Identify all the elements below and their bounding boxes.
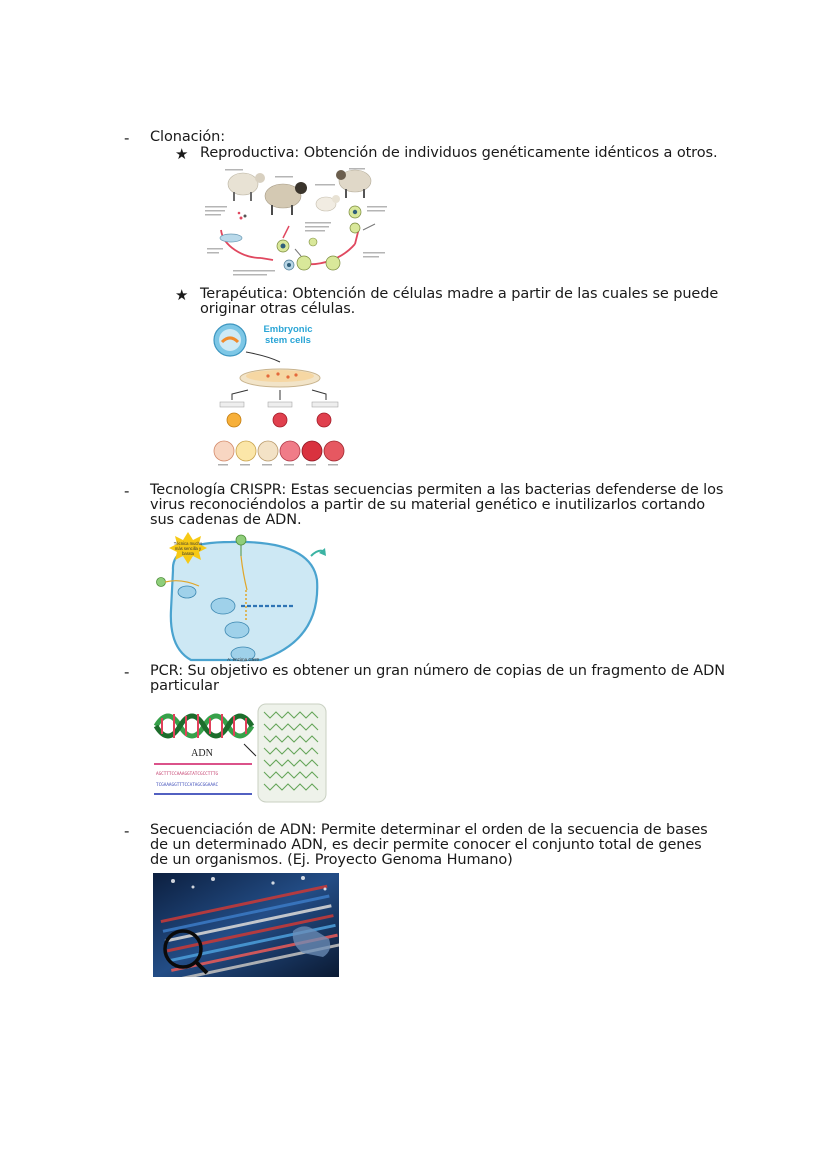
- star-bullet-terapeutica: ★: [175, 286, 189, 304]
- dna-label: ADN: [191, 748, 213, 759]
- badge-starburst: [169, 532, 207, 564]
- list-bullet-secuenciacion: -: [124, 822, 130, 840]
- figure-title-embryonic: Embryonic: [263, 324, 312, 335]
- stem-cells-figure: Embryonic stem cells: [208, 320, 350, 470]
- clonacion-title: Clonación:: [150, 129, 226, 145]
- crispr-figure: Técnica mucho más sencilla y barata A: e…: [151, 530, 326, 663]
- pcr-line-2: particular: [150, 678, 219, 694]
- badge-line-3: barata: [182, 551, 195, 556]
- badge-line-1: Técnica mucho: [174, 541, 203, 546]
- sheep-icon: [264, 182, 307, 215]
- reproductiva-text: Reproductiva: Obtención de individuos ge…: [200, 145, 718, 161]
- crispr-line-1: Tecnología CRISPR: Estas secuencias perm…: [150, 482, 724, 498]
- hand-icon: [292, 926, 331, 957]
- pcr-figure: ADN AGCTTTCCAAAGGTATCGCCTTTG TCGAAAGGTTT…: [152, 702, 328, 806]
- lamb-icon: [315, 195, 340, 212]
- reproductive-cloning-figure: [203, 166, 389, 278]
- list-bullet-pcr: -: [124, 663, 130, 681]
- sequence-bottom: TCGAAAGGTTTCCATAGCGGAAAC: [156, 782, 218, 788]
- terapeutica-line-1: Terapéutica: Obtención de células madre …: [200, 286, 719, 302]
- sequence-top: AGCTTTCCAAAGGTATCGCCTTTG: [156, 771, 218, 777]
- badge-line-2: más sencilla y: [175, 546, 202, 551]
- secuenciacion-line-3: de un organismos. (Ej. Proyecto Genoma H…: [150, 852, 513, 868]
- star-bullet-reproductiva: ★: [175, 145, 189, 163]
- pcr-line-1: PCR: Su objetivo es obtener un gran núme…: [150, 663, 725, 679]
- crispr-line-2: virus reconociéndolos a partir de su mat…: [150, 497, 706, 513]
- crispr-line-3: sus cadenas de ADN.: [150, 512, 302, 528]
- figure-title-stem-cells: stem cells: [265, 335, 311, 346]
- terapeutica-line-2: originar otras células.: [200, 301, 356, 317]
- sheep-icon: [336, 169, 372, 198]
- secuenciacion-line-2: de un determinado ADN, es decir permite …: [150, 837, 702, 853]
- magnifier-icon: [163, 929, 203, 969]
- sheep-icon: [227, 172, 265, 201]
- enzyme-label: A: enzima Cas9: [227, 657, 259, 662]
- dna-sequencing-figure: [153, 873, 339, 977]
- list-bullet-crispr: -: [124, 482, 130, 500]
- secuenciacion-line-1: Secuenciación de ADN: Permite determinar…: [150, 822, 708, 838]
- list-bullet-clonacion: -: [124, 129, 130, 147]
